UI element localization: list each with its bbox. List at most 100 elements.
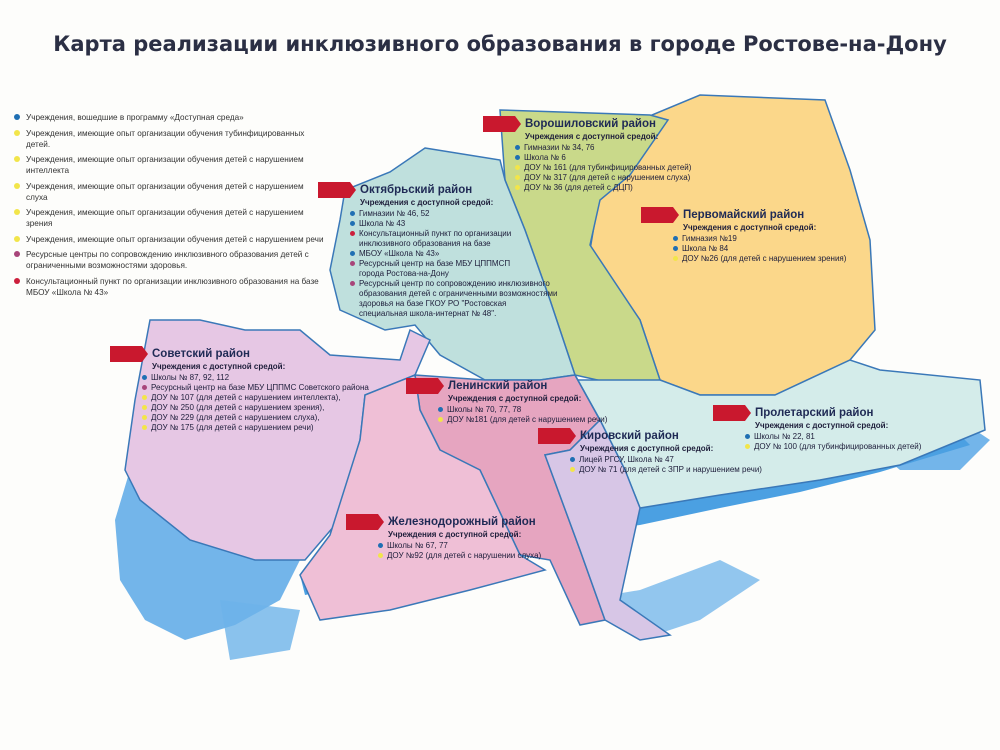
red-flag-icon (713, 405, 751, 421)
institution-item: Школа № 84 (673, 244, 846, 254)
legend-item: Консультационный пункт по организации ин… (14, 276, 324, 298)
purple-dot-icon (350, 261, 355, 266)
yellow-dot-icon (14, 209, 20, 215)
legend-text: Учреждения, имеющие опыт организации обу… (26, 128, 305, 149)
blue-dot-icon (673, 236, 678, 241)
legend-item: Учреждения, имеющие опыт организации обу… (14, 234, 324, 245)
legend-text: Консультационный пункт по организации ин… (26, 276, 319, 297)
district-name: Кировский район (580, 430, 679, 442)
institution-item: Школы № 70, 77, 78 (438, 405, 607, 415)
blue-dot-icon (350, 221, 355, 226)
district-subtitle: Учреждения с доступной средой: (580, 444, 714, 453)
district-area-zheleznodorozhny (299, 373, 547, 621)
district-header: Ленинский район (406, 378, 607, 394)
institution-item: ДОУ №181 (для детей с нарушением речи) (438, 415, 607, 425)
institution-item: Гимназия №19 (673, 234, 846, 244)
blue-dot-icon (350, 251, 355, 256)
yellow-dot-icon (438, 417, 443, 422)
institution-text: Школа № 84 (682, 244, 729, 253)
district-name: Железнодорожный район (388, 516, 536, 528)
red-flag-icon (346, 514, 384, 530)
district-name: Первомайский район (683, 209, 805, 221)
institution-text: ДОУ № 36 (для детей с ДЦП) (524, 183, 633, 192)
legend-text: Учреждения, имеющие опыт организации обу… (26, 181, 304, 202)
red-flag-icon (538, 428, 576, 444)
institution-item: ДОУ № 317 (для детей с нарушением слуха) (515, 173, 691, 183)
blue-dot-icon (673, 246, 678, 251)
institution-item: Ресурсный центр на базе МБУ ЦППМСП город… (350, 259, 557, 279)
yellow-dot-icon (14, 129, 20, 136)
blue-dot-icon (350, 211, 355, 216)
institution-item: ДОУ № 161 (для тубинфицированных детей) (515, 163, 692, 173)
institution-text: Гимназии № 46, 52 (359, 209, 430, 218)
legend-text: Ресурсные центры по сопровождению инклюз… (26, 250, 309, 270)
institution-item: Ресурсный центр по сопровождению инклюзи… (350, 279, 558, 319)
district-name: Октябрьский район (360, 184, 473, 196)
institution-item: Школы № 67, 77 (378, 541, 541, 551)
institution-text: ДОУ № 250 (для детей с нарушением зрения… (151, 403, 325, 412)
district-subtitle: Учреждения с доступной средой: (683, 223, 817, 232)
institution-text: Школы № 67, 77 (387, 541, 448, 550)
institution-text: Школы № 22, 81 (754, 432, 815, 441)
district-header: Ворошиловский район (483, 116, 691, 132)
institution-text: ДОУ № 71 (для детей с ЗПР и нарушением р… (579, 465, 762, 474)
purple-dot-icon (14, 251, 20, 257)
yellow-dot-icon (673, 256, 678, 261)
legend-text: Учреждения, имеющие опыт организации обу… (26, 234, 324, 244)
blue-dot-icon (745, 434, 750, 439)
institution-text: Ресурсный центр по сопровождению инклюзи… (359, 279, 558, 318)
map-title: Карта реализации инклюзивного образовани… (53, 32, 947, 56)
institution-item: ДОУ № 100 (для тубинфицированных детей) (745, 442, 921, 452)
legend-item: Учреждения, имеющие опыт организации обу… (14, 128, 324, 150)
yellow-dot-icon (142, 415, 147, 420)
apple-icon (14, 277, 20, 284)
blue-dot-icon (515, 155, 520, 160)
institution-text: ДОУ № 317 (для детей с нарушением слуха) (524, 173, 691, 182)
institution-item: Лицей РГСУ, Школа № 47 (570, 455, 762, 465)
institution-item: ДОУ № 175 (для детей с нарушением речи) (142, 423, 369, 433)
district-subtitle: Учреждения с доступной средой: (525, 132, 659, 141)
blue-dot-icon (515, 145, 520, 150)
yellow-dot-icon (14, 156, 20, 162)
institution-text: МБОУ «Школа № 43» (359, 249, 440, 258)
blue-dot-icon (14, 114, 20, 120)
yellow-dot-icon (515, 185, 520, 190)
yellow-dot-icon (570, 467, 575, 472)
institution-text: Ресурсный центр на базе МБУ ЦППМСП город… (359, 259, 511, 278)
institution-item: Гимназии № 34, 76 (515, 143, 691, 153)
yellow-dot-icon (14, 235, 20, 242)
institution-item: Школы № 87, 92, 112 (142, 373, 369, 383)
yellow-dot-icon (14, 182, 20, 189)
purple-dot-icon (350, 281, 355, 286)
yellow-dot-icon (142, 405, 147, 410)
institution-text: ДОУ № 175 (для детей с нарушением речи) (151, 423, 314, 432)
institution-text: Школы № 70, 77, 78 (447, 405, 522, 414)
institution-item: ДОУ №92 (для детей с нарушении слуха) (378, 551, 541, 561)
institution-text: Школа № 6 (524, 153, 566, 162)
institution-text: ДОУ № 161 (для тубинфицированных детей) (524, 163, 692, 172)
institution-item: Консультационный пункт по организации ин… (350, 229, 557, 249)
blue-dot-icon (378, 543, 383, 548)
institution-item: МБОУ «Школа № 43» (350, 249, 557, 259)
district-header: Железнодорожный район (346, 514, 541, 530)
red-flag-icon (483, 116, 521, 132)
district-name: Ворошиловский район (525, 118, 656, 130)
red-flag-icon (110, 346, 148, 362)
institution-text: Гимназии № 34, 76 (524, 143, 595, 152)
district-header: Первомайский район (641, 207, 846, 223)
water-area-sw (220, 600, 300, 660)
yellow-dot-icon (515, 175, 520, 180)
legend-item: Учреждения, имеющие опыт организации обу… (14, 154, 324, 176)
institution-item: ДОУ № 250 (для детей с нарушением зрения… (142, 403, 369, 413)
yellow-dot-icon (745, 444, 750, 449)
institution-text: Школы № 87, 92, 112 (151, 373, 230, 382)
blue-dot-icon (142, 375, 147, 380)
